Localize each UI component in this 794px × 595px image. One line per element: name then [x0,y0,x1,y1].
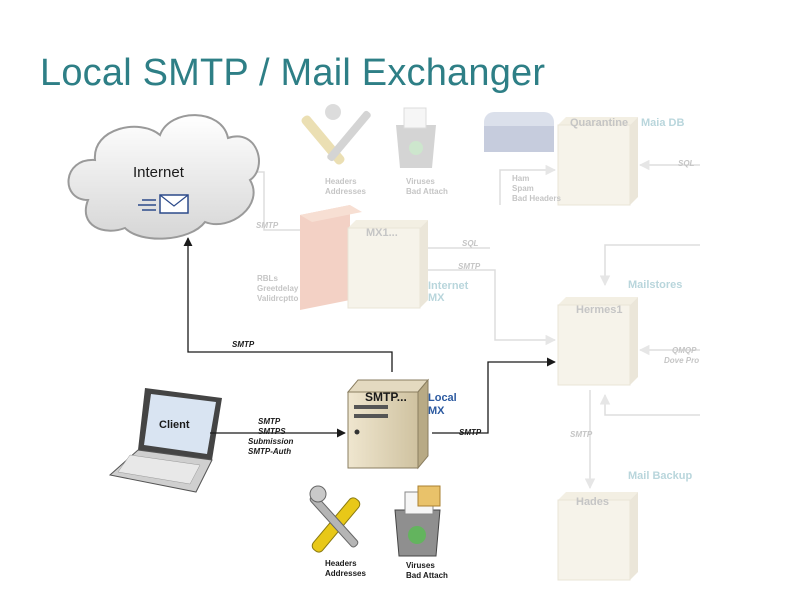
bottom-icon-labels: Headers Addresses Viruses Bad Attach [325,559,448,580]
client-protocol-submission: Submission [248,437,293,446]
mailstores-label: Mailstores [628,279,682,291]
local-mx-label-1: Local [428,392,457,404]
rbls-label: RBLs [257,274,278,283]
mx1-server [347,220,428,309]
bad-attach-label-top: Bad Attach [406,187,448,196]
addresses-label-bottom: Addresses [325,569,366,578]
sql-edge-quarantine: SQL [678,159,695,168]
client-protocol-smtp: SMTP [258,417,281,426]
headers-label-top: Headers [325,177,357,186]
quarantine-chest-icon [484,112,554,152]
validrcptto-label: Validrcptto [257,294,298,303]
smtp-edge-to-hermes: SMTP [459,428,482,437]
qmqp-label: QMQP [672,346,697,355]
smtp-server-label: SMTP... [365,390,407,404]
envelope-icon [138,194,189,214]
headers-label-bottom: Headers [325,559,357,568]
page-title: Local SMTP / Mail Exchanger [40,52,546,94]
client-label: Client [159,419,190,431]
greetdelay-label: Greetdelay [257,284,299,293]
viruses-label-bottom: Viruses [406,561,435,570]
edge-smtp-to-internet [183,237,393,372]
hades-server [557,492,638,581]
faded-titles: Quarantine Maia DB MX1... Internet MX Ma… [366,117,692,508]
trash-icon-bottom [394,485,441,557]
active-connectors [183,237,556,438]
smtp-edge-mx1-hermes: SMTP [458,262,481,271]
bad-headers-label: Bad Headers [512,194,561,203]
faded-infrastructure [252,104,700,581]
ham-label: Ham [512,174,529,183]
client-protocol-smtps: SMTPS [258,427,286,436]
internet-label: Internet [133,164,185,181]
internet-cloud-icon [67,114,260,240]
client-laptop-icon [108,388,222,493]
quarantine-label: Quarantine [570,117,628,129]
hermes-server [557,297,638,386]
maia-db-label: Maia DB [641,117,684,129]
active-edge-labels: SMTP SMTP SMTP SMTPS Submission SMTP-Aut… [232,340,482,456]
firewall-icon [300,205,362,310]
mx1-label: MX1... [366,227,398,239]
trash-icon-top [396,107,436,168]
internet-mx-label-2: MX [428,292,445,304]
hermes-label: Hermes1 [576,304,622,316]
internet-mx-label-1: Internet [428,280,469,292]
tools-icon-bottom [309,485,361,553]
viruses-label-top: Viruses [406,177,435,186]
tools-icon-top [301,104,371,165]
quarantine-server [557,117,638,206]
smtp-edge-internet-mx1: SMTP [256,221,279,230]
smtp-edge-to-internet: SMTP [232,340,255,349]
spam-label: Spam [512,184,534,193]
smtp-server-icon [346,378,430,470]
smtp-edge-hermes-hades: SMTP [570,430,593,439]
addresses-label-top: Addresses [325,187,366,196]
edge-smtp-to-hermes [432,357,556,434]
local-mx-label-2: MX [428,405,445,417]
sql-edge-mx1: SQL [462,239,479,248]
faded-labels: Headers Addresses Viruses Bad Attach Ham… [256,159,699,439]
hades-label: Hades [576,496,609,508]
client-protocol-smtp-auth: SMTP-Auth [248,447,291,456]
mail-backup-label: Mail Backup [628,470,692,482]
dove-pro-label: Dove Pro [664,356,699,365]
bad-attach-label-bottom: Bad Attach [406,571,448,580]
